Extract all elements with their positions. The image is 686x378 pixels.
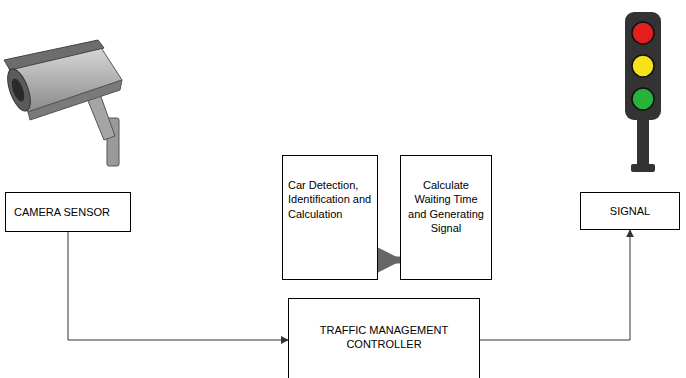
signal-box: SIGNAL (580, 192, 680, 230)
node-label: CAMERA SENSOR (14, 205, 110, 219)
sensor-box: CAMERA SENSOR (5, 192, 131, 232)
process-box: Calculate Waiting Time and Generating Si… (400, 155, 492, 280)
controller-box: TRAFFIC MANAGEMENT CONTROLLER (288, 298, 480, 378)
process-box: Car Detection, Identification and Calcul… (282, 155, 378, 280)
node-label: Calculate Waiting Time and Generating Si… (406, 178, 486, 235)
node-label: TRAFFIC MANAGEMENT CONTROLLER (309, 323, 459, 352)
traffic-light-illustration (625, 12, 661, 172)
node-label: SIGNAL (610, 204, 650, 218)
flow-arrow (378, 257, 400, 264)
connector-arrow (480, 230, 630, 340)
connector-arrow (68, 232, 288, 340)
camera-illustration (3, 40, 122, 166)
node-label: Car Detection, Identification and Calcul… (288, 178, 372, 221)
